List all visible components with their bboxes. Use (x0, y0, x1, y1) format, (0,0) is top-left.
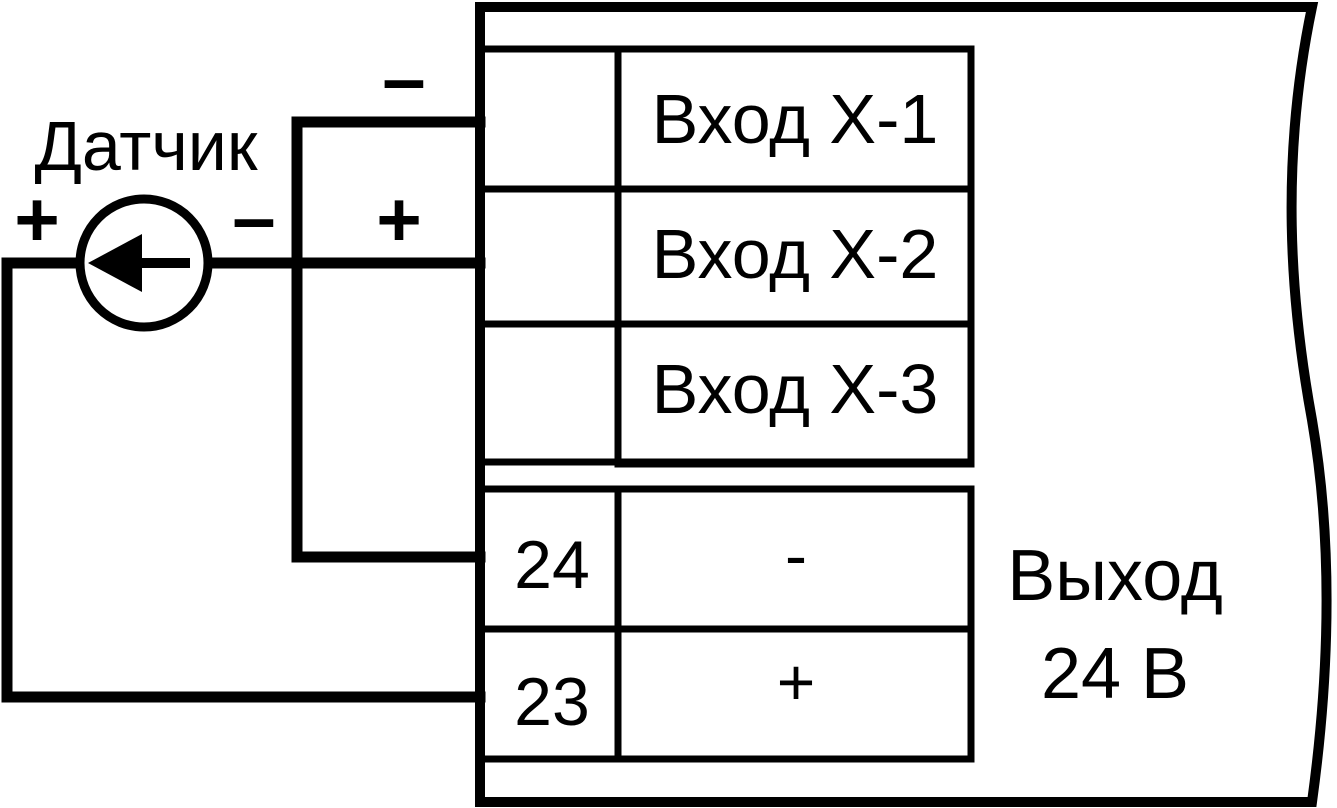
sensor-arrow-icon (88, 234, 142, 292)
sensor-symbol (75, 194, 213, 332)
terminal-polarity-plus: + (777, 645, 816, 719)
output-terminal-block: 24 23 - + Выход 24 В (480, 485, 1223, 763)
terminal-number-24: 24 (514, 527, 590, 603)
output-title-line2: 24 В (1041, 634, 1189, 714)
terminal-polarity-minus: - (785, 518, 807, 592)
device-housing (475, 2, 1332, 807)
wire-plus-label: + (376, 175, 422, 263)
wire-minus-label: – (382, 34, 425, 122)
wire-sensor-to-terminal-23 (1, 257, 486, 703)
output-title-line1: Выход (1007, 536, 1222, 616)
sensor-minus-label: – (232, 173, 275, 261)
input-label-x2: Вход Х-2 (652, 215, 939, 293)
terminal-number-23: 23 (514, 664, 590, 740)
sensor-title: Датчик (34, 107, 257, 185)
input-label-x1: Вход Х-1 (652, 80, 939, 158)
input-label-x3: Вход Х-3 (652, 350, 939, 428)
wire-sensor-minus-to-terminal-24 (291, 116, 486, 563)
sensor-plus-label: + (14, 175, 60, 263)
input-terminal-block: Вход Х-1 Вход Х-2 Вход Х-3 (480, 45, 975, 468)
